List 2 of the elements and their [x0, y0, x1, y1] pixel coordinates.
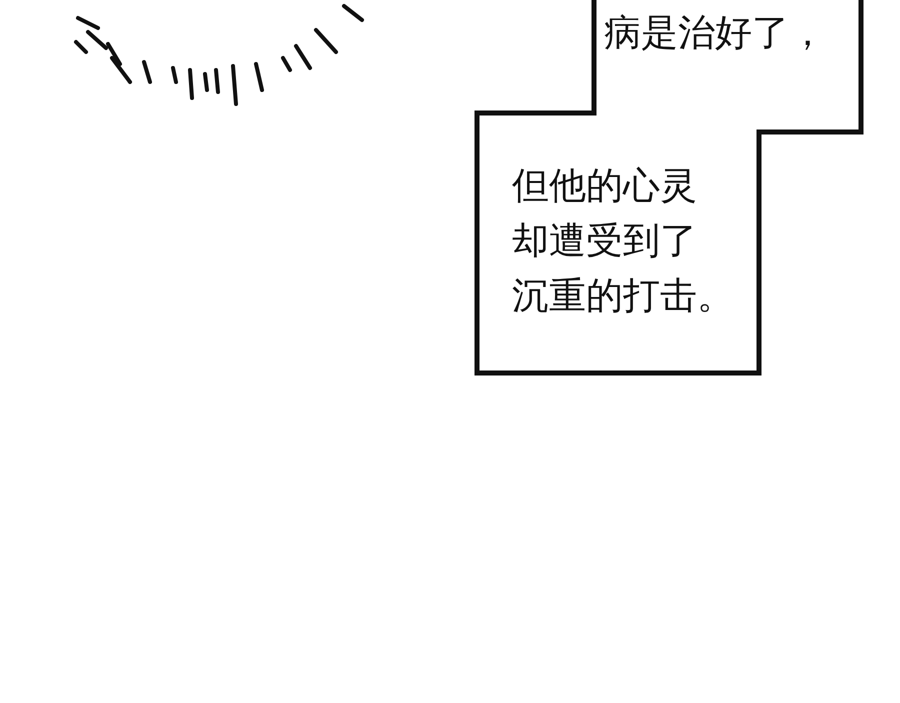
- caption-text: 病是治好了，: [604, 5, 826, 60]
- caption-text: 但他的心灵却遭受到了沉重的打击。: [512, 158, 734, 323]
